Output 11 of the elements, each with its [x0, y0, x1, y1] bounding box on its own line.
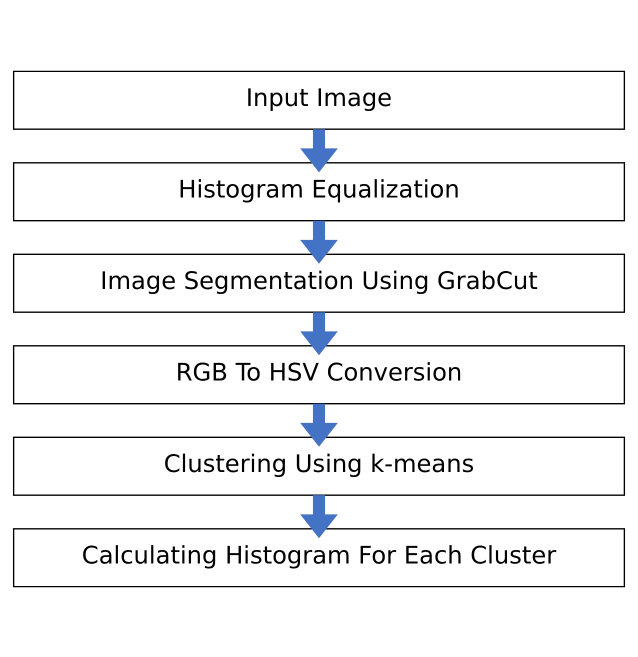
node-box: Input Image: [12, 70, 626, 130]
node-box: RGB To HSV Conversion: [12, 344, 626, 404]
arrow: [300, 312, 338, 355]
arrow: [300, 494, 338, 538]
arrow: [300, 128, 338, 172]
node-box: Calculating Histogram For Each Cluster: [12, 528, 626, 587]
node-box: Histogram Equalization: [12, 162, 626, 221]
arrow: [300, 220, 338, 264]
node-box: Clustering Using k-means: [12, 436, 626, 496]
arrow: [300, 403, 338, 446]
node-box: Image Segmentation Using GrabCut: [12, 253, 626, 312]
